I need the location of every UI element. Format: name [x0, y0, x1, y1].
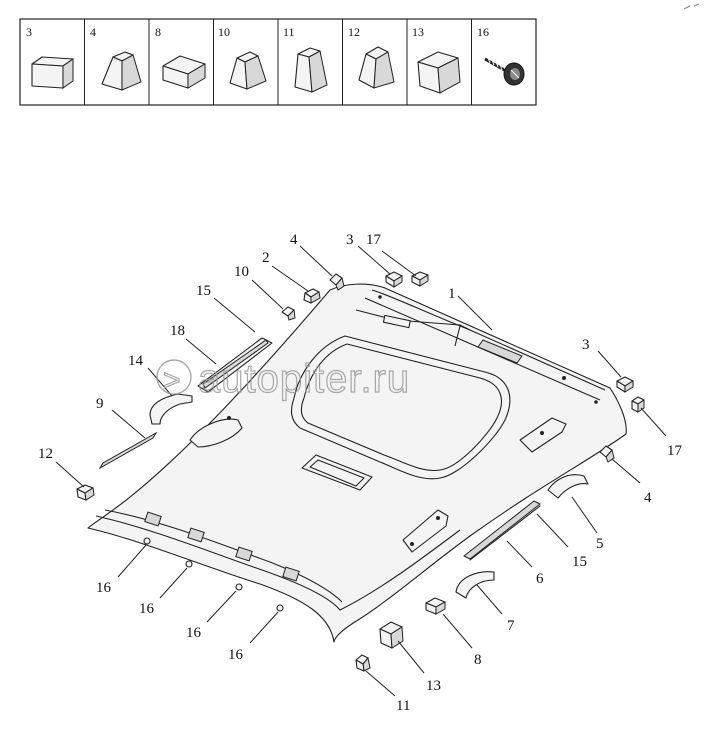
right-visor-pad: [402, 509, 449, 553]
panel-dot: [227, 416, 231, 420]
callout-8: 8: [474, 652, 482, 668]
callout-18: 18: [170, 323, 185, 339]
corner-mark: [683, 3, 700, 10]
legend-cell-number: 4: [90, 25, 96, 39]
screw-icon: [484, 54, 525, 86]
rear-trim-strip: [477, 339, 523, 364]
right-trim-strip: [463, 500, 541, 560]
tapered-clip-icon: [101, 51, 142, 91]
clip-8: [425, 597, 446, 615]
clip-3-top: [385, 271, 403, 288]
right-rear-pad: [519, 417, 567, 453]
callout-17: 17: [366, 232, 382, 248]
callout-2: 2: [262, 250, 270, 266]
front-clip-slot: [282, 566, 300, 582]
callout-16: 16: [186, 625, 202, 641]
callout-13: 13: [426, 678, 441, 694]
clip-4-right: [599, 445, 615, 463]
large-block-icon: [417, 51, 461, 94]
callout-15: 15: [572, 554, 587, 570]
callout-17: 17: [667, 443, 683, 459]
left-grab-handle: [149, 393, 193, 425]
legend-cell-number: 11: [283, 25, 295, 39]
callout-4: 4: [644, 490, 652, 506]
pad-hole: [540, 431, 544, 435]
clip-12: [76, 484, 95, 501]
callout-labels: 1 2 3 3 4 4 5 6 7 8 9 10 11 12 13 14 15 …: [38, 232, 683, 714]
legend-cell-number: 16: [477, 25, 489, 39]
callout-4: 4: [290, 232, 298, 248]
legend-cell-number: 13: [412, 25, 424, 39]
callout-12: 12: [38, 446, 53, 462]
callout-6: 6: [536, 571, 544, 587]
right-grab-handle-upper: [547, 474, 589, 499]
screw-16: [235, 583, 243, 591]
right-grab-handle-lower: [455, 571, 495, 599]
callout-5: 5: [596, 536, 604, 552]
right-trim-strip-edge: [469, 505, 541, 561]
clip-10: [281, 306, 296, 321]
legend-cell-number: 10: [218, 25, 230, 39]
left-visor-pad: [189, 418, 243, 448]
screw-16: [276, 604, 284, 612]
screw-16: [143, 537, 151, 545]
panel-dot: [562, 376, 566, 380]
panel-dot: [378, 295, 382, 299]
watermark-logo-icon: [156, 359, 192, 395]
upper-trim-strip-inner: [202, 339, 269, 389]
callout-3: 3: [582, 337, 590, 353]
flat-block-icon: [162, 55, 206, 89]
cube-clip-icon: [31, 56, 74, 89]
callout-9: 9: [96, 396, 104, 412]
front-clip-slot: [235, 546, 253, 562]
sunroof-opening-inner: [300, 343, 502, 472]
angled-clip-icon: [229, 51, 267, 90]
callout-10: 10: [234, 264, 249, 280]
clip-11: [355, 654, 371, 672]
headliner-panel: [87, 283, 627, 643]
dome-light-opening: [301, 454, 373, 491]
screw-16: [185, 560, 193, 568]
rear-slot: [382, 314, 411, 329]
callout-11: 11: [396, 698, 410, 714]
legend-cell-number: 3: [26, 25, 32, 39]
callout-15: 15: [196, 283, 211, 299]
pad-hole: [436, 516, 440, 520]
left-trim-strip: [98, 431, 158, 470]
sunroof-opening-outer: [290, 335, 511, 480]
headliner-front-edge: [95, 515, 461, 611]
pad-hole: [410, 542, 414, 546]
front-clip-slot: [187, 527, 205, 543]
legend-cell-number: 12: [348, 25, 360, 39]
legend-table: 3 4 8 10 11 12 13 16: [19, 18, 537, 106]
clip-4-top: [329, 273, 345, 291]
clip-17-top: [411, 271, 429, 287]
callout-16: 16: [96, 580, 112, 596]
callout-16: 16: [139, 601, 155, 617]
wedge-clip-icon: [358, 46, 395, 89]
callout-16: 16: [228, 647, 244, 663]
clip-3-right: [616, 376, 634, 393]
headliner-rear-crease: [454, 325, 461, 347]
headliner-rear-fold: [355, 309, 471, 331]
clip-2: [303, 288, 321, 304]
callout-7: 7: [507, 618, 515, 634]
tall-tapered-clip-icon: [294, 47, 328, 93]
watermark-logo-arrow: >: [163, 364, 181, 397]
clip-13: [379, 621, 404, 649]
callout-3: 3: [346, 232, 354, 248]
dome-light-inner: [309, 459, 365, 487]
watermark: > autopiter.ru: [156, 356, 410, 402]
watermark-text: autopiter.ru: [198, 357, 410, 401]
panel-dot: [594, 400, 598, 404]
clip-17-right: [631, 396, 645, 413]
leader-lines: [55, 245, 667, 697]
front-clip-slot: [144, 511, 162, 527]
callout-14: 14: [128, 353, 144, 369]
legend-cell-number: 8: [155, 25, 161, 39]
callout-1: 1: [448, 286, 456, 302]
